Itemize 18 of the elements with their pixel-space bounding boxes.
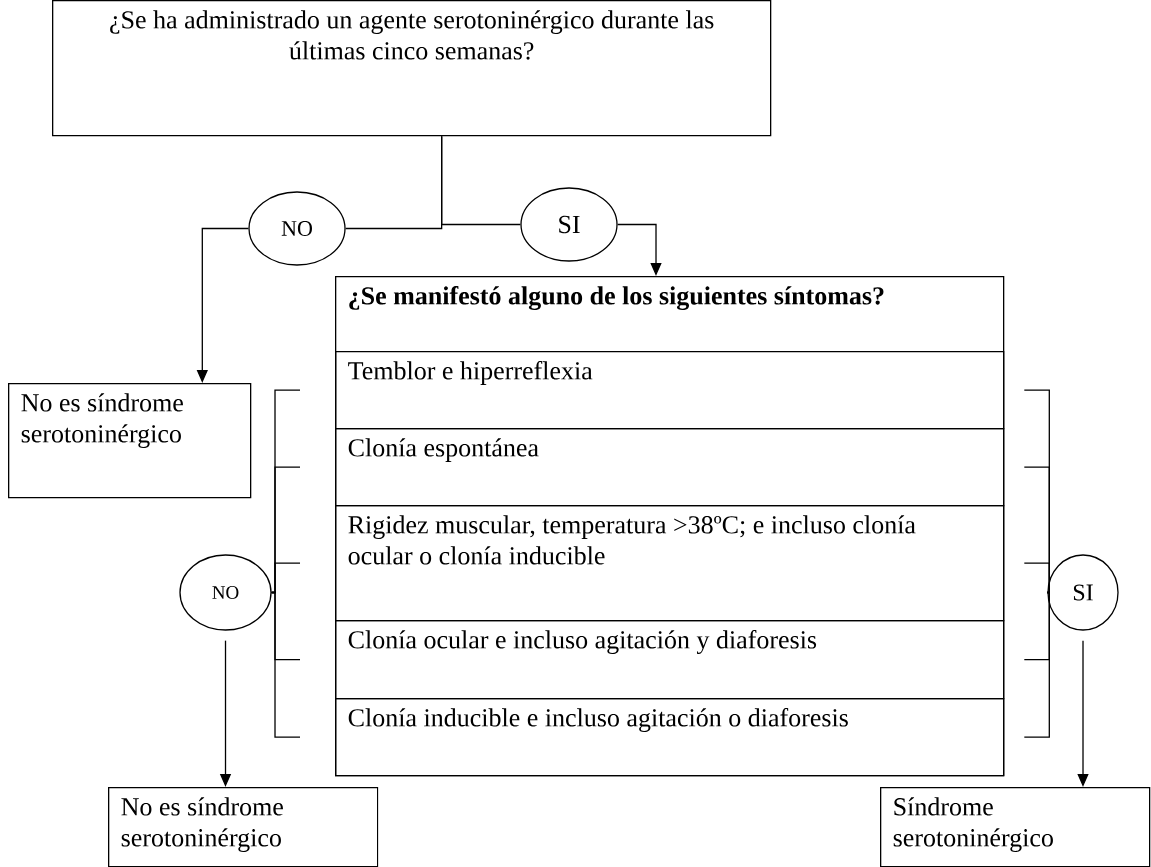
answer-oval: SI [520,187,618,262]
answer-oval: SI [1047,554,1119,631]
process-box: No es síndrome serotoninérgico [108,787,379,867]
process-box: Síndrome serotoninérgico [880,787,1151,867]
connector [1023,562,1050,594]
connector [271,591,301,738]
symptom-row: Clonía inducible e incluso agitación o diaforesis [335,698,1005,777]
answer-oval: NO [179,554,272,631]
symptom-row: Clonía espontánea [335,428,1005,507]
process-box: No es síndrome serotoninérgico [8,383,252,499]
symptom-row: Clonía ocular e incluso agitación y diaforesis [335,620,1005,700]
process-box: ¿Se ha administrado un agente serotoninérgico durante las últimas cinco semanas? [52,0,772,137]
connector [1023,591,1050,738]
symptom-row: Temblor e hiperreflexia [335,351,1005,430]
connector [441,135,521,226]
symptom-row: Rigidez muscular, temperatura >38ºC; e incluso clonía ocular o clonía inducible [335,505,1005,622]
answer-oval: NO [248,191,346,266]
connector [271,562,301,594]
